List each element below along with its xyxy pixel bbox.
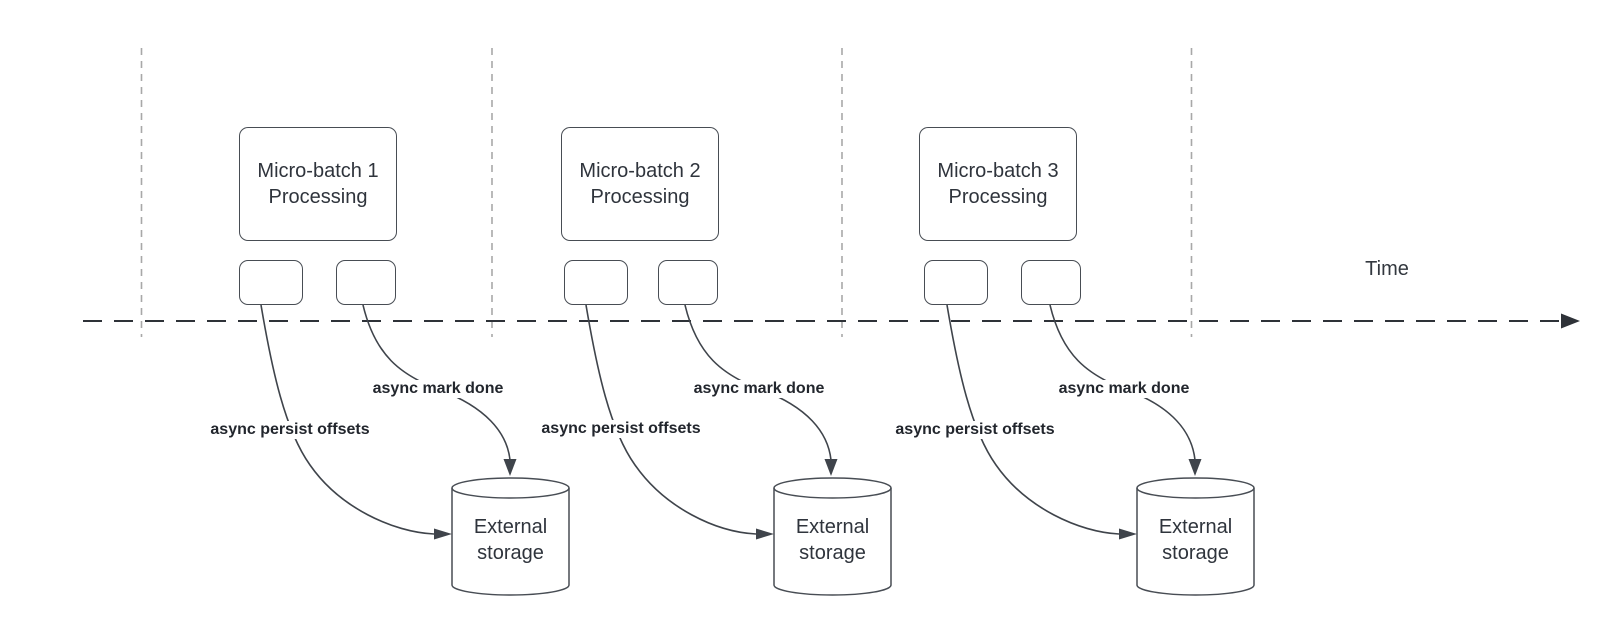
mark-done-arrowhead-1-icon (503, 459, 517, 476)
persist-offsets-arrow-3 (946, 304, 1120, 535)
microbatch-3-processing-label: Micro-batch 3 Processing (937, 160, 1059, 208)
mark-done-arrowhead-2-icon (824, 459, 838, 476)
microbatch-2-markdone-task-box (658, 260, 718, 305)
time-axis-arrowhead-icon (1561, 313, 1580, 329)
microbatch-1-persist-task-box (239, 260, 303, 305)
microbatch-2-processing-box: Micro-batch 2 Processing (561, 127, 719, 241)
microbatch-3-markdone-task-box (1021, 260, 1081, 305)
mark-done-label-1: async mark done (369, 380, 507, 398)
mark-done-label-3: async mark done (1055, 380, 1193, 398)
persist-offsets-label-3: async persist offsets (892, 421, 1058, 439)
microbatch-1-markdone-task-box (336, 260, 396, 305)
external-storage-label-3: External storage (1158, 516, 1233, 564)
external-storage-cylinder-1 (451, 477, 570, 596)
persist-offsets-label-2: async persist offsets (538, 420, 704, 438)
microbatch-3-persist-task-box (924, 260, 988, 305)
microbatch-3-processing-box: Micro-batch 3 Processing (919, 127, 1077, 241)
microbatch-1-processing-label: Micro-batch 1 Processing (257, 160, 379, 208)
persist-offsets-arrowhead-2-icon (756, 528, 774, 540)
microbatch-2-processing-label: Micro-batch 2 Processing (579, 160, 701, 208)
external-storage-cylinder-3 (1136, 477, 1255, 596)
external-storage-label-2: External storage (795, 516, 870, 564)
time-axis-label: Time (1365, 258, 1409, 280)
persist-offsets-arrowhead-1-icon (434, 528, 452, 540)
microbatch-2-persist-task-box (564, 260, 628, 305)
mark-done-label-2: async mark done (690, 380, 828, 398)
mark-done-arrowhead-3-icon (1188, 459, 1202, 476)
external-storage-label-1: External storage (473, 516, 548, 564)
persist-offsets-label-1: async persist offsets (207, 421, 373, 439)
persist-offsets-arrow-2 (585, 304, 757, 535)
persist-offsets-arrowhead-3-icon (1119, 528, 1137, 540)
microbatch-1-processing-box: Micro-batch 1 Processing (239, 127, 397, 241)
external-storage-cylinder-2 (773, 477, 892, 596)
persist-offsets-arrow-1 (260, 304, 435, 535)
